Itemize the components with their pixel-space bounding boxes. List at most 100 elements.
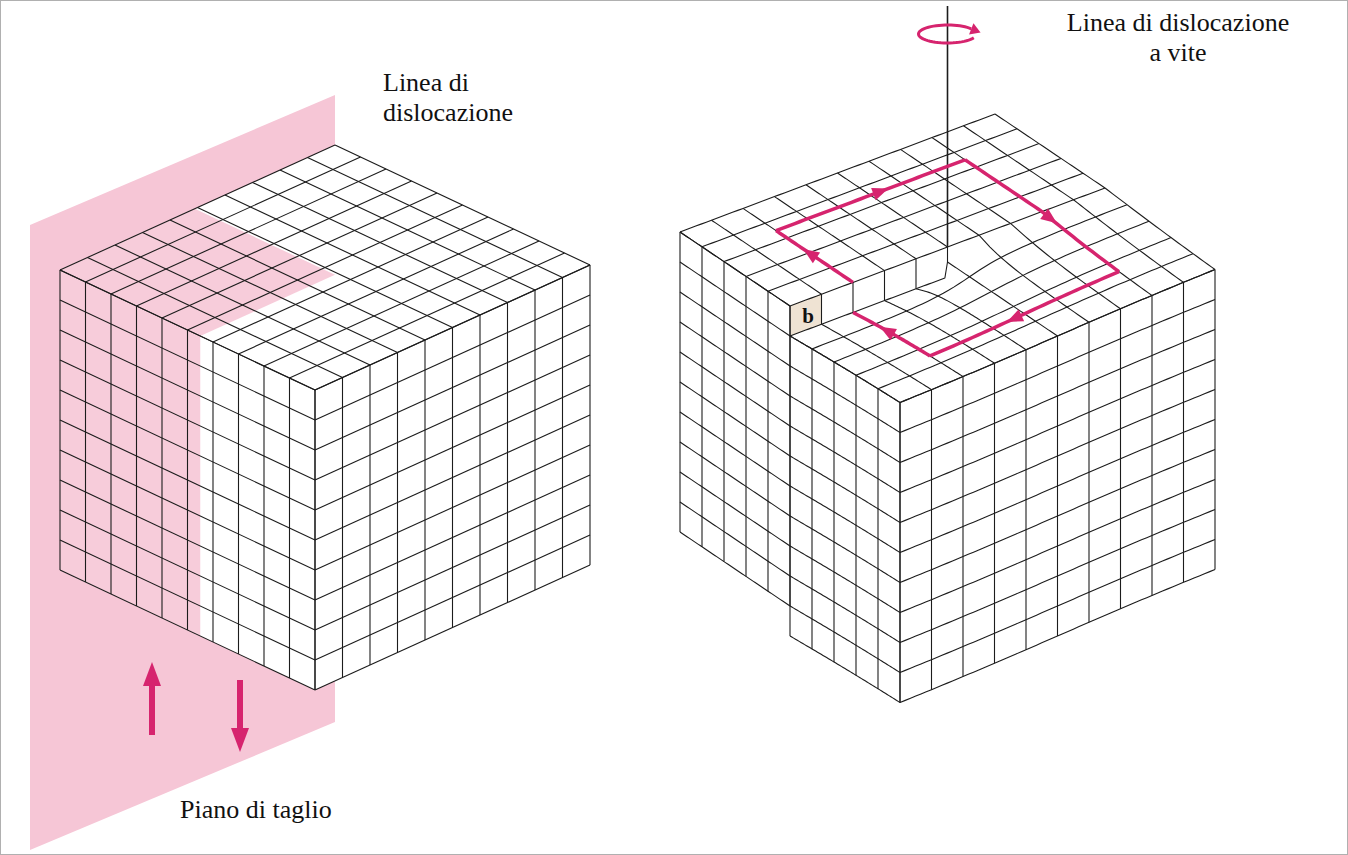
shear-arrow-up — [143, 662, 161, 686]
lattice-line — [161, 318, 162, 618]
lattice-line — [900, 420, 1215, 553]
lattice-line — [680, 502, 790, 576]
lattice-line — [723, 262, 724, 562]
lattice-line — [900, 270, 1215, 403]
lattice-line — [59, 270, 60, 570]
lattice-line — [768, 173, 1083, 291]
lattice-line — [790, 486, 900, 553]
shear-arrow-down — [237, 680, 243, 732]
lattice-line — [964, 126, 1184, 283]
lattice-line — [680, 322, 790, 396]
lattice-line — [1088, 322, 1089, 622]
lattice-line — [790, 636, 900, 703]
burgers-circuit — [930, 272, 1119, 356]
cube-right-face — [315, 265, 590, 690]
lattice-line — [534, 290, 535, 590]
lattice-line — [680, 352, 790, 426]
lattice-line — [812, 205, 1127, 349]
screw-cube — [680, 6, 1215, 703]
lattice-line — [790, 336, 900, 403]
shear-arrow-up — [149, 682, 155, 735]
lattice-line — [680, 292, 790, 366]
lattice-line — [1120, 309, 1121, 609]
lattice-line — [915, 259, 916, 289]
lattice-line — [315, 355, 590, 480]
lattice-line — [60, 300, 315, 420]
lattice-line — [85, 282, 86, 582]
lattice-line — [315, 325, 590, 450]
lattice-line — [679, 232, 680, 532]
lattice-line — [111, 169, 386, 294]
lattice-line — [680, 442, 790, 516]
lattice-line — [834, 221, 1149, 362]
lattice-line — [885, 301, 995, 364]
lattice-line — [680, 412, 790, 486]
burgers-circuit — [776, 231, 853, 283]
lattice-line — [789, 306, 790, 336]
lattice-line — [790, 366, 900, 433]
lattice-line — [767, 291, 768, 591]
burgers-circuit — [965, 160, 1119, 272]
lattice-line — [790, 262, 948, 336]
burgers-circuit-arrow — [1040, 208, 1057, 223]
lattice-line — [188, 205, 463, 330]
lattice-line — [562, 278, 563, 578]
lattice-line — [335, 145, 590, 265]
lattice-line — [822, 324, 932, 389]
lattice-line — [680, 232, 790, 306]
edge-cube — [30, 95, 590, 850]
lattice-line — [680, 532, 790, 606]
lattice-line — [136, 306, 137, 606]
burgers-circuit-arrow — [880, 327, 897, 341]
burgers-vector-label: b — [800, 305, 816, 328]
lattice-line — [507, 303, 508, 603]
lattice-line — [60, 420, 315, 540]
lattice-line — [995, 114, 1215, 270]
rotation-arrow-head — [969, 23, 981, 34]
lattice-line — [821, 294, 822, 324]
lattice-line — [702, 129, 1017, 247]
burgers-circuit-arrow — [871, 188, 888, 200]
lattice-line — [884, 271, 885, 301]
lattice-line — [315, 265, 590, 390]
lattice-line — [60, 330, 315, 450]
rotation-arrow — [919, 25, 974, 43]
lattice-line — [790, 546, 900, 613]
lattice-line — [790, 606, 900, 673]
shear-arrow-down — [231, 728, 249, 752]
lattice-line — [724, 144, 1039, 262]
lattice-line — [853, 312, 963, 376]
lattice-line — [110, 294, 111, 594]
lattice-line — [86, 157, 361, 282]
lattice-line — [947, 247, 948, 262]
burgers-circuit-arrow — [803, 249, 820, 263]
burgers-circuit-arrow — [1007, 309, 1024, 322]
lattice-line — [746, 158, 1061, 276]
lattice-line — [60, 145, 335, 270]
dislocation-line-label: Linea di dislocazione — [383, 68, 548, 128]
lattice-line — [680, 382, 790, 456]
lattice-line — [790, 516, 900, 583]
lattice-line — [589, 265, 590, 565]
lattice-line — [60, 360, 315, 480]
burgers-circuit — [853, 312, 930, 356]
lattice-line — [315, 415, 590, 540]
screw-dislocation-label: Linea di dislocazione a vite — [1062, 8, 1294, 68]
lattice-line — [790, 426, 900, 493]
burgers-circuit — [776, 160, 965, 231]
lattice-line — [137, 181, 412, 306]
lattice-line — [60, 270, 315, 390]
lattice-line — [900, 390, 1215, 523]
lattice-line — [790, 396, 900, 463]
lattice-line — [852, 282, 853, 312]
lattice-line — [745, 276, 746, 576]
shear-plane-label: Piano di taglio — [180, 795, 332, 825]
cube-left-face — [60, 270, 315, 690]
lattice-line — [1151, 295, 1152, 595]
lattice-line — [790, 576, 900, 643]
lattice-line — [198, 208, 453, 328]
lattice-line — [315, 385, 590, 510]
lattice-line — [701, 247, 702, 547]
